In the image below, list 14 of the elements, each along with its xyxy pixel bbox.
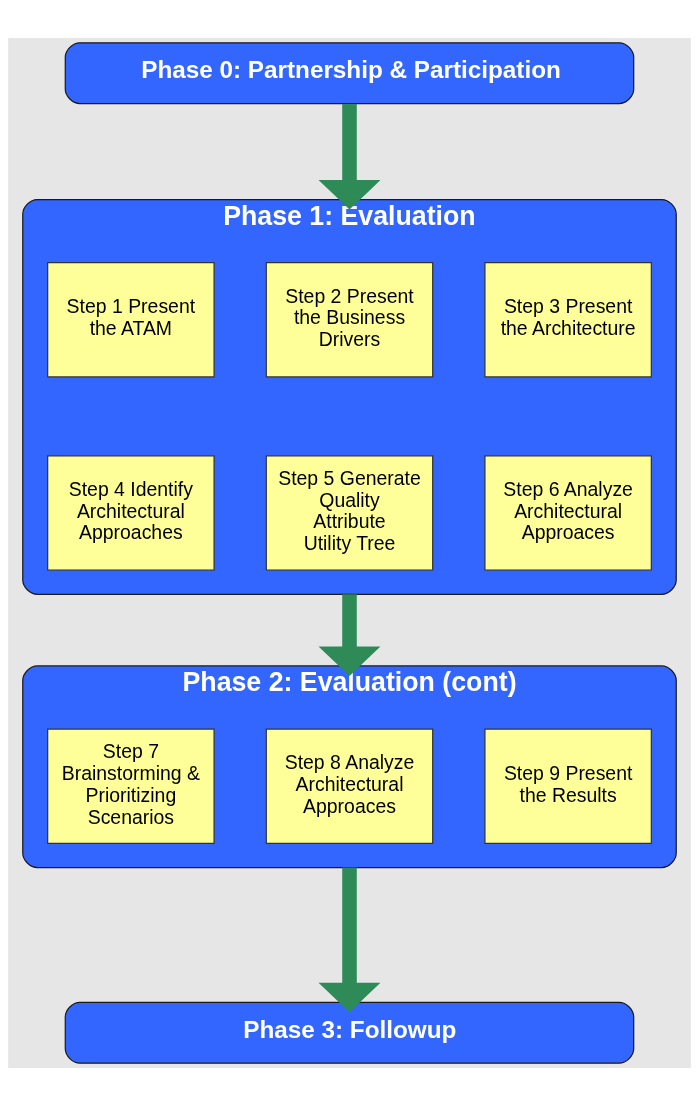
- node-box: Step 3 Present the Architecture: [484, 262, 652, 378]
- arrow: [318, 867, 381, 1013]
- node-box: Step 1 Present the ATAM: [47, 262, 215, 378]
- arrow: [318, 103, 381, 210]
- node-box: Phase 0: Partnership & Participation: [64, 42, 635, 105]
- node-box: Step 5 Generate Quality Attribute Utility Tree: [265, 455, 434, 571]
- node-box: Step 2 Present the Business Drivers: [265, 262, 434, 378]
- node-box: Step 4 Identify Architectural Approaches: [47, 455, 215, 571]
- node-box: Step 6 Analyze Architectural Approaces: [484, 455, 652, 571]
- arrow: [318, 594, 381, 677]
- node-box: Step 9 Present the Results: [484, 728, 652, 844]
- node-box: Phase 3: Followup: [64, 1001, 635, 1064]
- node-box: Step 8 Analyze Architectural Approaces: [265, 728, 434, 844]
- node-box: Step 7 Brainstorming & Prioritizing Scenarios: [47, 728, 215, 844]
